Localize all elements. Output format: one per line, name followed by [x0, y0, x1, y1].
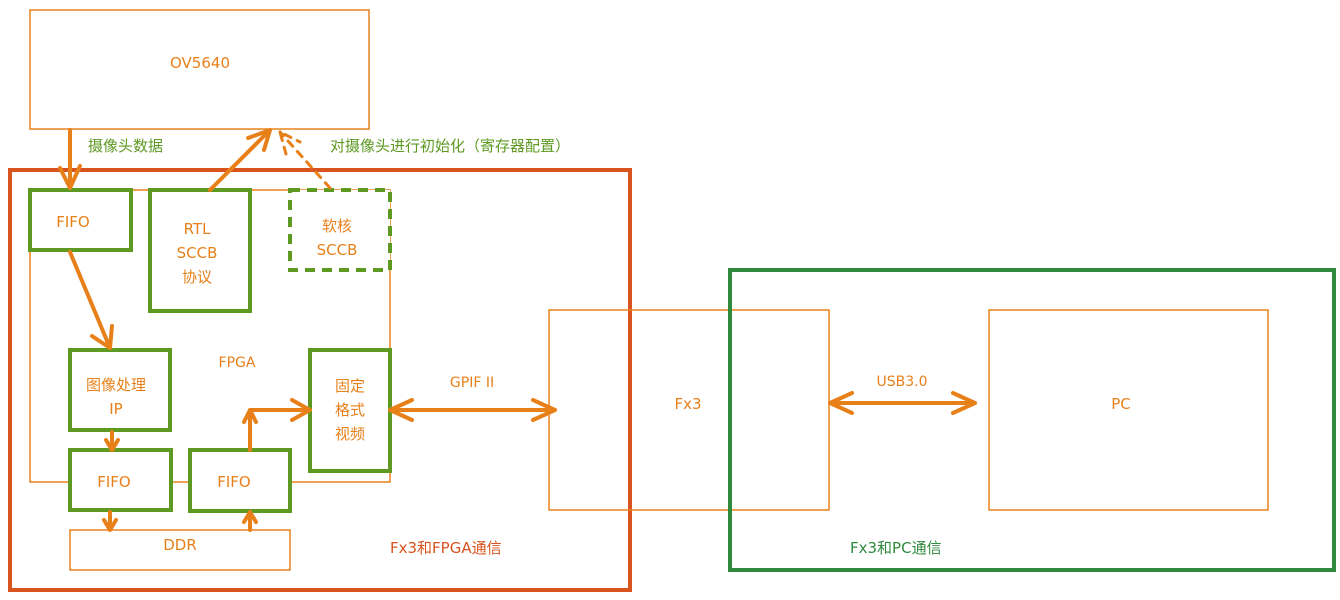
fixed-video-label: 固定 格式 视频 [335, 374, 365, 446]
gpif-label: GPIF II [449, 375, 495, 391]
rtl-sccb-label: RTL SCCB 协议 [177, 217, 218, 289]
fifo-in-box [28, 188, 133, 252]
camera-init-label: 对摄像头进行初始化（寄存器配置） [330, 137, 571, 155]
arrow-usb [828, 391, 977, 415]
arrow-fifo-to-ddr [102, 510, 118, 532]
soft-sccb-line-2: SCCB [316, 241, 358, 259]
fixed-video-line-3: 视频 [334, 425, 366, 443]
fx3-fpga-group-frame [8, 168, 632, 592]
arrow-rtl-sccb-init [208, 128, 272, 192]
image-ip-line-1: 图像处理 [85, 376, 147, 394]
arrow-ip-to-fifo [104, 430, 120, 452]
usb-label: USB3.0 [876, 374, 928, 390]
fifo-left-label: FIFO [97, 473, 131, 491]
fx3-pc-group-label: Fx3和PC通信 [850, 539, 942, 557]
fifo-right-box [188, 448, 292, 513]
fixed-video-box [308, 348, 392, 473]
arrow-soft-sccb-init [277, 129, 332, 190]
image-ip-line-2: IP [109, 400, 123, 418]
arrow-ddr-to-fifo [242, 510, 258, 532]
rtl-sccb-line-3: 协议 [181, 268, 213, 286]
ddr-box [69, 529, 291, 571]
fixed-video-line-1: 固定 [334, 377, 366, 395]
soft-sccb-label: 软核 SCCB [317, 214, 358, 262]
fx3-fpga-group-label: Fx3和FPGA通信 [390, 539, 502, 557]
fx3-pc-group-frame [728, 268, 1336, 572]
image-ip-box [68, 348, 172, 432]
camera-data-label: 摄像头数据 [88, 137, 164, 155]
image-ip-label: 图像处理 IP [86, 373, 146, 421]
arrow-fifo-to-video [242, 398, 312, 452]
fpga-label: FPGA [218, 355, 256, 371]
arrow-fifo-to-ip [68, 250, 114, 350]
ddr-label: DDR [163, 536, 197, 554]
rtl-sccb-line-2: SCCB [176, 244, 218, 262]
rtl-sccb-box [148, 188, 252, 313]
arrow-gpif [388, 398, 557, 422]
ov5640-box [29, 9, 370, 130]
rtl-sccb-line-1: RTL [183, 220, 211, 238]
fifo-left-box [68, 448, 173, 512]
ov5640-label: OV5640 [170, 54, 230, 72]
fx3-label: Fx3 [674, 395, 702, 413]
soft-sccb-line-1: 软核 [321, 217, 353, 235]
fifo-in-label: FIFO [56, 213, 90, 231]
pc-label: PC [1111, 395, 1131, 413]
fifo-right-label: FIFO [217, 473, 251, 491]
soft-sccb-box [288, 188, 392, 272]
fixed-video-line-2: 格式 [334, 401, 366, 419]
arrow-camera-data [58, 128, 82, 190]
pc-box [988, 309, 1269, 511]
